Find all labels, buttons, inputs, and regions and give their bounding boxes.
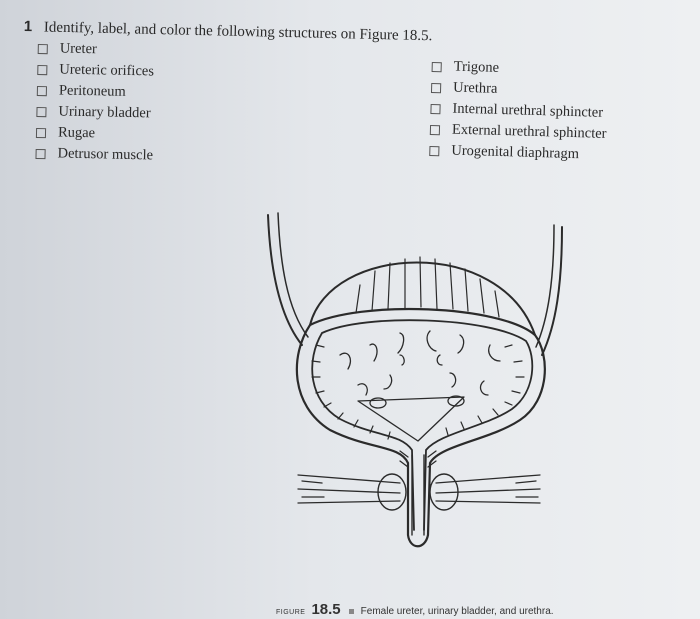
checklist-item-label: Rugae — [57, 124, 96, 142]
peritoneum — [309, 261, 536, 336]
checkbox-icon[interactable] — [37, 64, 48, 75]
checklist-item[interactable]: Ureter — [37, 38, 156, 61]
checkbox-icon[interactable] — [429, 124, 441, 135]
internal-urethral-sphincter — [399, 450, 437, 468]
right-ureter-wall — [535, 224, 555, 348]
peritoneum-lines — [355, 256, 500, 318]
checklist-item-label: Ureter — [59, 40, 97, 58]
checklist-item-label: Trigone — [453, 58, 500, 76]
left-ureteric-orifice — [369, 397, 387, 409]
checklist-item[interactable]: Detrusor muscle — [35, 143, 153, 166]
bladder-outer-wall — [295, 307, 546, 548]
figure-label: FIGURE — [276, 609, 306, 616]
urethra — [411, 454, 425, 536]
left-ureter-wall — [277, 212, 309, 338]
checklist-item[interactable]: Peritoneum — [36, 80, 155, 103]
checklist-left: Ureter Ureteric orifices Peritoneum Urin… — [35, 38, 155, 166]
bladder-illustration — [267, 212, 563, 548]
checklist-item-label: Urogenital diaphragm — [451, 142, 580, 163]
external-urethral-sphincter-right — [429, 473, 459, 511]
checklist-item-label: Peritoneum — [58, 82, 126, 100]
checklist-item-label: Urethra — [452, 79, 498, 97]
trigone — [357, 396, 465, 442]
checkbox-icon[interactable] — [431, 61, 442, 72]
external-urethral-sphincter-left — [377, 473, 407, 511]
question-number: 1 — [23, 18, 33, 36]
right-ureter — [541, 226, 563, 356]
checklist-item-label: Ureteric orifices — [59, 61, 155, 80]
checklist-item-label: Detrusor muscle — [57, 145, 154, 164]
bladder-inner-wall — [311, 319, 534, 531]
urogenital-diaphragm-left — [297, 474, 401, 504]
checklist-item-label: Urinary bladder — [58, 103, 151, 122]
checkbox-icon[interactable] — [36, 106, 47, 117]
checklist-right: Trigone Urethra Internal urethral sphinc… — [429, 56, 608, 166]
checkbox-icon[interactable] — [430, 103, 441, 114]
figure-caption: FIGURE 18.5 Female ureter, urinary bladd… — [276, 601, 696, 618]
checklist-item[interactable]: Urinary bladder — [36, 101, 154, 124]
figure-number: 18.5 — [311, 601, 341, 618]
checkbox-icon[interactable] — [37, 43, 48, 54]
checkbox-icon[interactable] — [429, 145, 440, 156]
detrusor-hatching — [311, 344, 525, 440]
figure-caption-text: Female ureter, urinary bladder, and uret… — [360, 606, 554, 617]
checkbox-icon[interactable] — [35, 148, 46, 159]
checklist-item-label: External urethral sphincter — [451, 121, 607, 142]
checkbox-icon[interactable] — [35, 127, 47, 138]
urogenital-diaphragm-right — [435, 474, 541, 504]
checklist-item-label: Internal urethral sphincter — [452, 100, 604, 121]
rugae — [339, 330, 501, 396]
checklist-item[interactable]: Rugae — [35, 122, 154, 145]
checkbox-icon[interactable] — [36, 85, 48, 96]
checklist-item[interactable]: Urogenital diaphragm — [429, 140, 606, 166]
checkbox-icon[interactable] — [430, 82, 442, 93]
left-ureter — [267, 214, 303, 346]
separator-icon — [348, 609, 354, 614]
checklist-item[interactable]: Ureteric orifices — [37, 59, 155, 82]
right-ureteric-orifice — [447, 395, 465, 407]
